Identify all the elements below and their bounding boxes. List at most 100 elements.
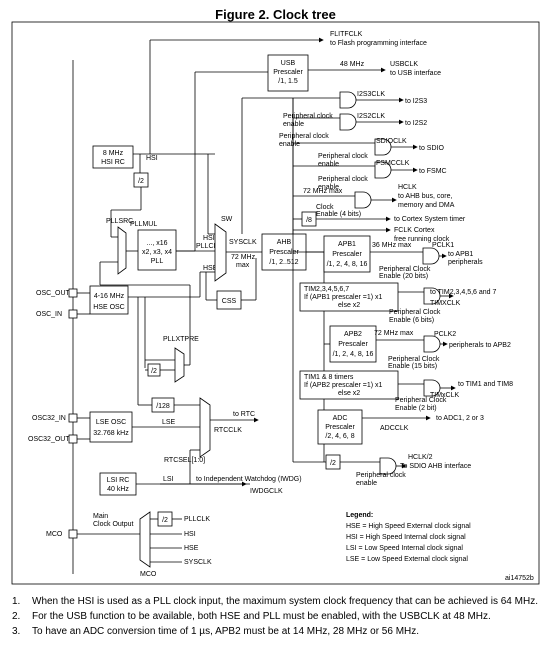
hclk2-pce-l1: Peripheral clock: [356, 472, 406, 479]
lsi-label: LSI: [163, 476, 174, 483]
apb1-prescaler-block: [323, 235, 371, 273]
tim1-8-l2: If (APB2 prescaler =1) x1: [304, 382, 383, 389]
pin-mco: MCO: [46, 531, 63, 538]
osc32-in-pad: [68, 413, 78, 423]
mco-pad: [68, 529, 78, 539]
hclk-gate: [354, 191, 372, 209]
ahb-prescaler-l2: Prescaler: [269, 249, 299, 256]
osc-out-pad: [68, 288, 78, 298]
hse-osc-l1: 4-16 MHz: [94, 293, 125, 300]
sw-mux: [214, 223, 227, 282]
pce6-l1: Peripheral Clock: [389, 309, 441, 316]
sdio-ahb-label: To SDIO AHB interface: [400, 463, 471, 470]
pclk1-label: PCLK1: [432, 242, 454, 249]
tim2-7-block: [299, 282, 399, 312]
mco-div2-label: /2: [162, 517, 168, 524]
pllsrc-label: PLLSRC: [106, 218, 133, 225]
pce6-l2: Enable (6 bits): [389, 317, 434, 324]
pclk2-gate: [423, 335, 441, 353]
tim2-7-l2: If (APB1 prescaler =1) x1: [304, 294, 383, 301]
tim1-8-gate: [423, 379, 441, 397]
pce15-l1: Peripheral Clock: [388, 356, 440, 363]
i2s3-gate: [339, 91, 357, 109]
iwdgclk-label: IWDGCLK: [250, 488, 283, 495]
mco-pllclk: PLLCLK: [184, 516, 210, 523]
apb1-prescaler-l2: Prescaler: [332, 251, 362, 258]
figure-id: ai14752b: [505, 575, 534, 582]
hclk-label: HCLK: [398, 184, 417, 191]
to-i2s2-label: to I2S2: [405, 120, 427, 127]
mco-mux: [139, 511, 151, 568]
adc-prescaler-l1: ADC: [333, 415, 348, 422]
hclk-72mhz-max: 72 MHz max: [303, 188, 343, 195]
hclk2-pce-l2: enable: [356, 480, 377, 487]
osc-in-pad: [68, 309, 78, 319]
footnote-1-text: When the HSI is used as a PLL clock inpu…: [32, 596, 538, 607]
hse-osc-l2: HSE OSC: [93, 304, 125, 311]
apb2-prescaler-l2: Prescaler: [338, 341, 368, 348]
figure-frame: [11, 21, 540, 585]
footnote-3-num: 3.: [12, 626, 21, 637]
clock-enable4-l1: Clock: [316, 204, 334, 211]
pllxtpre-mux: [174, 347, 185, 383]
pllclk-label: PLLCLK: [196, 243, 222, 250]
pin-osc32-out: OSC32_OUT: [28, 436, 70, 443]
sysclk-max: max: [236, 262, 250, 269]
usb-prescaler-l2: Prescaler: [273, 69, 303, 76]
pllmul-label: PLLMUL: [130, 221, 157, 228]
tim2-7-desc: to TIM2,3,4,5,6 and 7: [430, 289, 497, 296]
osc32-out-pad: [68, 434, 78, 444]
pllsrc-mux: [117, 226, 127, 275]
div128-label: /128: [156, 403, 170, 410]
pll-line1: ..., x16: [146, 240, 167, 247]
pclk2-desc: peripherals to APB2: [449, 342, 511, 349]
sysclk-label: SYSCLK: [229, 239, 257, 246]
pllxtpre-div2-label: /2: [151, 368, 157, 375]
apb2-prescaler-block: [329, 325, 377, 363]
usb-48mhz-label: 48 MHz: [340, 61, 365, 68]
tim2-7-l1: TIM2,3,4,5,6,7: [304, 286, 349, 293]
i2s2-pce-l1: Peripheral clock: [279, 133, 329, 140]
usbclk-label: USBCLK: [390, 61, 418, 68]
flitfclk-label: FLITFCLK: [330, 31, 363, 38]
fsmc-gate: [374, 161, 392, 179]
rtcclk-label: RTCCLK: [214, 427, 242, 434]
usb-prescaler-l1: USB: [281, 60, 296, 67]
fclk-label: FCLK Cortex: [394, 227, 435, 234]
sdio-gate: [374, 138, 392, 156]
pce2-l1: Peripheral Clock: [395, 397, 447, 404]
legend-heading: Legend:: [346, 512, 373, 519]
footnotes: 1. When the HSI is used as a PLL clock i…: [12, 596, 542, 641]
ahb-prescaler-l1: AHB: [277, 239, 292, 246]
pclk1-gate: [422, 247, 440, 265]
tim1-8-l1: TIM1 & 8 timers: [304, 374, 354, 381]
pclk1-desc2: peripherals: [448, 259, 483, 266]
footnote-2-text: For the USB function to be available, bo…: [32, 611, 491, 622]
legend-item-hsi: HSI = High Speed Internal clock signal: [346, 534, 466, 541]
sdioclk-label: SDIOCLK: [376, 138, 407, 145]
mco-hse: HSE: [184, 545, 199, 552]
sdio-pce-l1: Peripheral clock: [318, 153, 368, 160]
tim1-8-desc: to TIM1 and TIM8: [458, 381, 513, 388]
ahb-prescaler-block: [261, 233, 307, 271]
main-clock-output-l1: Main: [93, 513, 108, 520]
footnote-1: 1. When the HSI is used as a PLL clock i…: [12, 596, 542, 608]
mco-sysclk: SYSCLK: [184, 559, 212, 566]
pll-line2: x2, x3, x4: [142, 249, 172, 256]
to-fsmc-label: to FSMC: [419, 168, 447, 175]
legend-item-hse: HSE = High Speed External clock signal: [346, 523, 471, 530]
to-rtc-label: to RTC: [233, 411, 255, 418]
pce20-l2: Enable (20 bits): [379, 273, 428, 280]
footnote-1-num: 1.: [12, 596, 21, 607]
hsi-label: HSI: [146, 155, 158, 162]
i2s3clk-label: I2S3CLK: [357, 91, 385, 98]
apb2-72mhz-max: 72 MHz max: [374, 330, 414, 337]
adc-prescaler-l3: /2, 4, 6, 8: [325, 433, 354, 440]
fsmc-pce-l1: Peripheral clock: [318, 176, 368, 183]
adc-prescaler-block: [317, 409, 363, 445]
main-clock-output-l2: Clock Output: [93, 521, 134, 528]
legend-item-lse: LSE = Low Speed External clock signal: [346, 556, 468, 563]
hse-osc-block: [89, 285, 129, 315]
sw-label: SW: [221, 216, 233, 223]
tim1-8-l3: else x2: [338, 390, 360, 397]
